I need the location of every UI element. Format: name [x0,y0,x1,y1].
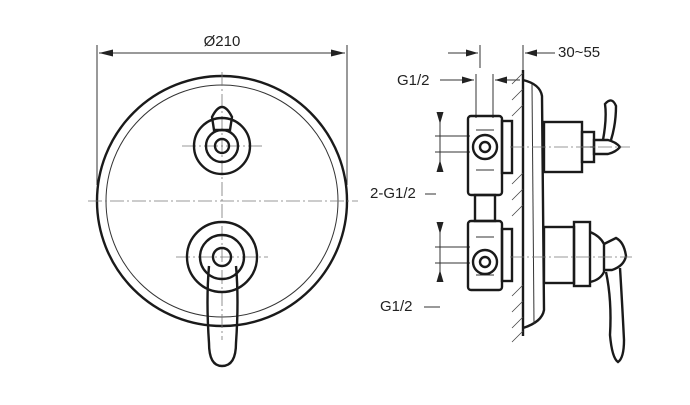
mid-inlets-label-group: 2-G1/2 [370,185,436,202]
dimension-arrow-right [331,49,345,57]
diameter-dimension: Ø210 [96,33,348,185]
cover-plate-profile [522,78,546,330]
top-inlet-dimension: G1/2 [397,72,520,118]
front-view: Ø210 [88,33,358,368]
diameter-label: Ø210 [204,33,241,50]
mid-inlets-label: 2-G1/2 [370,185,416,202]
mixer-lever [185,220,259,368]
dimension-arrow-left [99,49,113,57]
top-inlet-label: G1/2 [397,72,430,89]
vertical-dimensions [435,112,470,282]
depth-dimension: 30~55 [448,44,600,72]
diverter-knob [192,105,252,176]
bottom-inlet-label-group: G1/2 [380,298,440,315]
diverter-handle-side [510,99,630,174]
wall [511,70,525,343]
mixer-lever-side [510,220,632,364]
side-view: 30~55 G1/2 2-G1/2 G1/2 [370,44,632,364]
depth-label: 30~55 [558,44,600,61]
bottom-inlet-label: G1/2 [380,298,413,315]
valve-body [466,114,514,292]
